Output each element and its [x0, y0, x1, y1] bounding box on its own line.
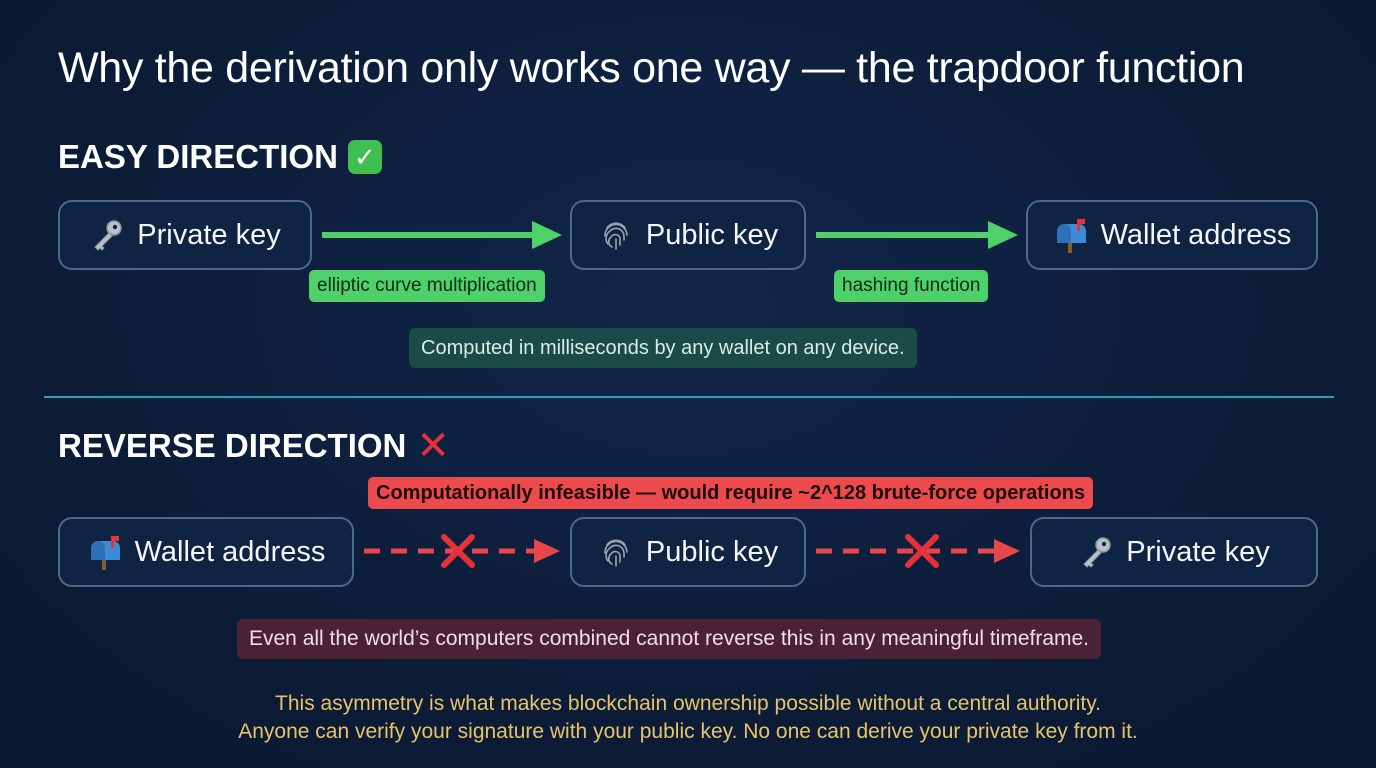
- reverse-direction-label: REVERSE DIRECTION: [58, 427, 407, 464]
- easy-node-private-key-label: Private key: [137, 218, 281, 251]
- reverse-node-wallet-address-label: Wallet address: [134, 535, 326, 568]
- edge-label-elliptic-curve: elliptic curve multiplication: [309, 270, 545, 302]
- footer-line-2: Anyone can verify your signature with yo…: [238, 720, 1138, 743]
- cross-icon: ✕: [416, 424, 450, 468]
- reverse-warning: Computationally infeasible — would requi…: [368, 477, 1094, 509]
- easy-node-public-key: Public key: [570, 200, 806, 270]
- easy-arrow-1: [322, 221, 562, 249]
- key-icon: [1078, 534, 1114, 570]
- reverse-node-public-key: Public key: [570, 517, 806, 587]
- mailbox-icon: [1053, 217, 1089, 253]
- reverse-node-private-key-label: Private key: [1126, 535, 1270, 568]
- easy-node-wallet-address: Wallet address: [1026, 200, 1318, 270]
- reverse-node-wallet-address: Wallet address: [58, 517, 354, 587]
- easy-arrow-2: [816, 221, 1018, 249]
- reverse-arrow-2: [816, 534, 1020, 568]
- reverse-arrow-1: [364, 534, 560, 568]
- reverse-node-private-key: Private key: [1030, 517, 1318, 587]
- key-icon: [89, 217, 125, 253]
- footer-line-1: This asymmetry is what makes blockchain …: [275, 692, 1101, 715]
- section-divider: [44, 396, 1334, 398]
- easy-direction-heading: EASY DIRECTION ✓: [58, 138, 382, 176]
- easy-node-wallet-address-label: Wallet address: [1100, 218, 1292, 251]
- mailbox-icon: [87, 534, 123, 570]
- fingerprint-icon: [598, 534, 634, 570]
- easy-node-public-key-label: Public key: [645, 218, 779, 251]
- edge-label-hashing-function: hashing function: [834, 270, 989, 302]
- reverse-direction-heading: REVERSE DIRECTION ✕: [58, 426, 450, 466]
- easy-node-private-key: Private key: [58, 200, 312, 270]
- easy-direction-label: EASY DIRECTION: [58, 138, 338, 175]
- reverse-node-public-key-label: Public key: [645, 535, 779, 568]
- fingerprint-icon: [598, 217, 634, 253]
- blocked-x-icon: [905, 534, 939, 568]
- reverse-note: Even all the world’s computers combined …: [237, 619, 1102, 659]
- blocked-x-icon: [441, 534, 475, 568]
- page-title: Why the derivation only works one way — …: [58, 44, 1245, 92]
- check-icon: ✓: [347, 140, 382, 174]
- easy-note: Computed in milliseconds by any wallet o…: [409, 328, 917, 368]
